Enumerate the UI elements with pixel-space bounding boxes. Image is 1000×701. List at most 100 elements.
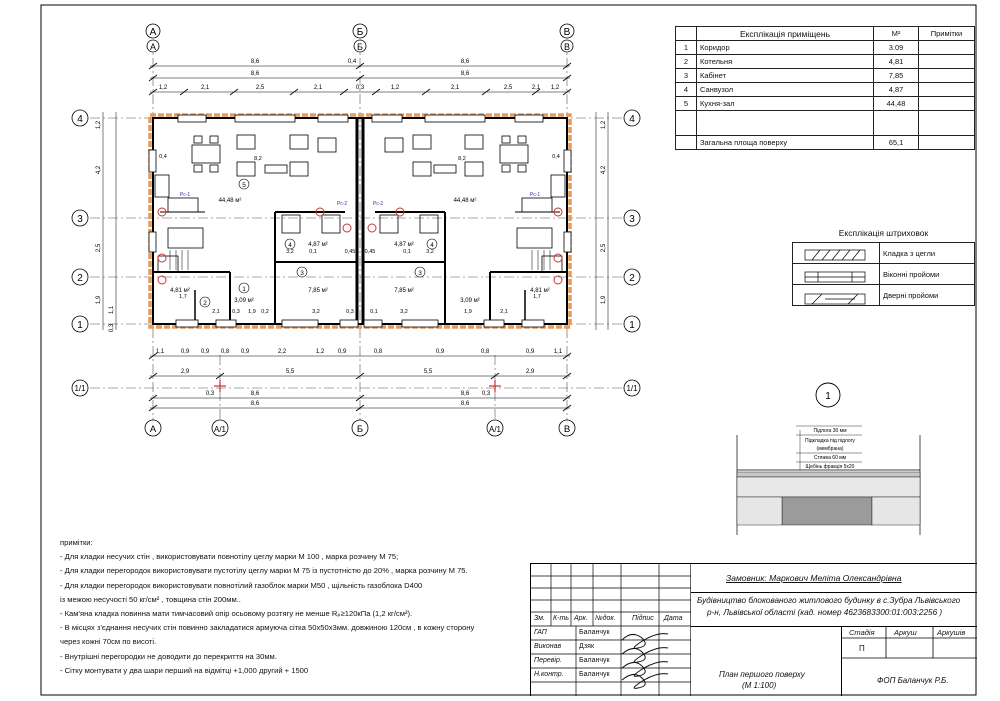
axis-label-b-bottom: Б [357,424,363,435]
axis-label-a1-bottom-2: А/1 [489,425,502,434]
row-1-n: 1 [675,40,697,55]
note-line-3: - Для кладки перегородок використовувати… [60,580,423,590]
dim-bot-r1-12: 1,1 [554,349,563,355]
name-vykonav: Дзяк [579,643,595,650]
dim-left-2: 2,5 [96,243,102,252]
row-5-area: 44,48 [873,96,919,111]
dim-bot-r1-0: 1,1 [156,349,165,355]
hatch-brick: Кладка з цегли [879,242,975,264]
axis-3-right: 3 [629,214,635,225]
dim-bot-r1-9: 0,9 [436,349,445,355]
dim-bot-r1-4: 0,9 [241,349,250,355]
window-openings [148,114,572,328]
project-line-1: Будівництво блокованого житлового будинк… [697,596,961,605]
area-corridor-left: 3,09 м² [234,298,253,304]
project-line-2: р-н, Львівської області (кад. номер 4623… [707,608,943,617]
name-perevir: Баланчук [579,657,610,664]
int-dim-0: 0,4 [159,154,167,160]
row-4-n: 4 [675,82,697,97]
dim-bot-r1-11: 0,9 [526,349,535,355]
dim-bot-r1-2: 0,9 [201,349,210,355]
axis-label-a-top2: А [150,42,156,52]
hatch-legend-table: Експлікація штриховок Кладка з цегли Вік… [792,224,975,306]
dim-top-r3-9: 1,2 [551,85,560,91]
axis-4-right: 4 [629,114,635,125]
row-5-name: Кухня-зал [696,96,874,111]
dim-bot-r1-1: 0,9 [181,349,190,355]
hatch-door: Дверні пройоми [879,284,975,306]
room-id-4-right: 4 [430,242,434,249]
dim-bot-r3-2: 8,6 [251,391,260,397]
sheet-title-1: План першого поверху [719,670,805,679]
dim-right-2: 2,5 [601,243,607,252]
tag-rs2-right: Рс-2 [373,201,384,207]
int-dim-3: 0,4 [552,154,560,160]
row-5-n: 5 [675,96,697,111]
title-block-grid [531,564,691,696]
axis-bubbles-top [145,23,575,53]
dim-top-r3-4: 0,3 [356,85,365,91]
customer-text: Замовник: Маркович Меліта Олександрівна [726,573,902,583]
dim-top-1: 8,6 [251,59,260,65]
room-id-3-right: 3 [418,270,422,277]
dim-top-r3-1: 2,1 [201,85,210,91]
int-dim-5: 3,2 [426,249,434,255]
dim-bot-r1-5: 2,2 [278,349,287,355]
axis-label-a-top: А [150,27,157,38]
building-outline [148,113,572,329]
note-line-1: - Для кладки несучих стін , використовув… [60,552,399,562]
walls [152,117,568,325]
col-zm: Зм. [534,615,546,622]
sheet-frame [40,4,977,696]
int-dim-9: 0,45 [365,249,376,255]
row-1-name: Коридор [696,40,874,55]
dim-right-0: 1,2 [601,120,607,129]
dim-bot-r1-6: 1,2 [316,349,325,355]
dim-bot-r1-3: 0,8 [221,349,230,355]
dim-right-3: 1,9 [601,295,607,304]
int-dim-4: 3,2 [286,249,294,255]
room-id-2: 2 [203,300,207,307]
name-nkontr: Баланчук [579,671,610,678]
int-dim-19: 0,1 [370,309,378,315]
int-dim-13: 0,2 [261,309,269,315]
dim-top-5: 8,6 [461,71,470,77]
dimension-ticks [148,62,572,412]
sheet-title-2: (М 1:100) [742,681,777,690]
layer-3: Стяжка 60 мм [814,455,847,461]
dim-bot-r4-0: 8,6 [251,401,260,407]
dim-top-r3-5: 1,2 [391,85,400,91]
int-dim-17: 3,2 [400,309,408,315]
sheet-label: Аркуш [894,628,917,637]
dim-top-r3-6: 2,1 [451,85,460,91]
axis-label-v-top2: В [564,42,570,52]
org-name: ФОП Баланчук Р.Б. [877,676,949,685]
layer-1: Підлога 30 мм [813,428,847,434]
area-corridor-right: 3,09 м² [460,298,479,304]
row-3-name: Кабінет [696,68,874,83]
dim-top-3: 8,6 [461,59,470,65]
dim-top-r3-0: 1,2 [159,85,168,91]
explication-title: Експлікація приміщень [696,26,874,41]
stage-label: Стадія [849,628,875,637]
row-2-name: Котельня [696,54,874,69]
axis-label-v-bottom: В [564,424,570,435]
role-gap: ГАП [534,629,547,636]
axis-label-b-top: Б [357,27,364,38]
int-dim-14: 1,7 [179,294,187,300]
axis-1-right: 1 [629,320,635,331]
tag-rs2-left: Рс-2 [337,201,348,207]
dim-bot-r3-1: 0,3 [482,391,491,397]
hatch-legend-title: Експлікація штриховок [792,224,975,243]
room-id-1: 1 [242,286,246,293]
room-id-3: 3 [300,270,304,277]
area-office-right: 7,85 м² [394,288,413,294]
notes-block: примітки: - Для кладки несучих стін , ви… [60,536,530,678]
room-id-4: 4 [288,242,292,249]
detail-mark: 1 [825,391,831,402]
int-dim-20: 2,1 [212,309,220,315]
note-line-2: - Для кладки перегородок використовувати… [60,566,468,576]
dim-bot-r2-1: 5,5 [286,369,295,375]
